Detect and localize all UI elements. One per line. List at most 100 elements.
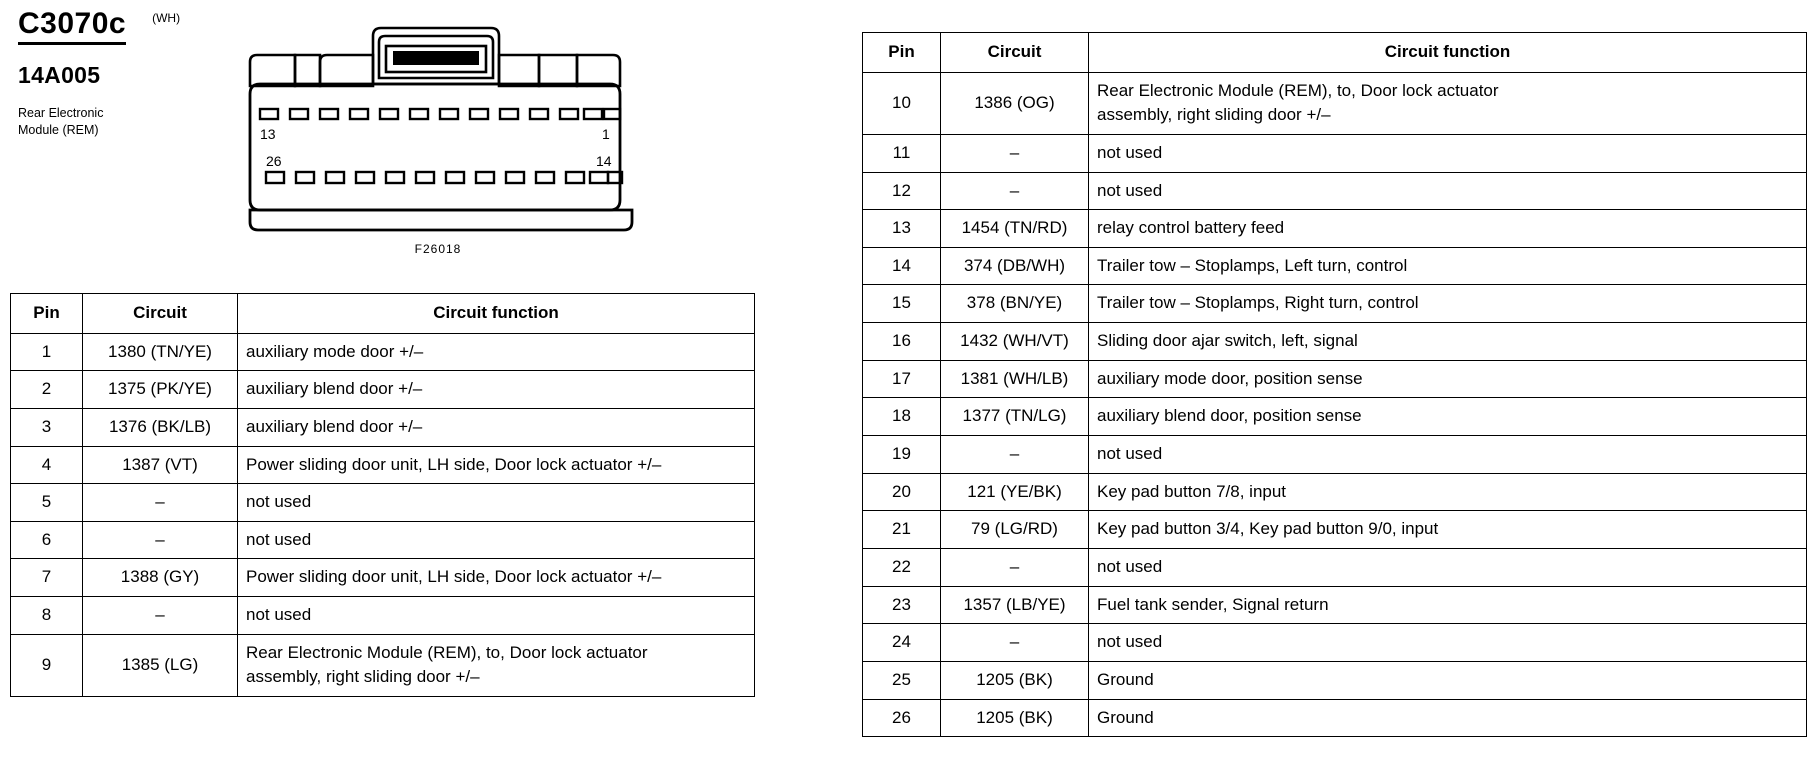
cell-circuit-function: auxiliary blend door, position sense [1088, 397, 1807, 437]
cell-circuit: – [940, 547, 1089, 587]
function-line: not used [1097, 632, 1163, 652]
pin-label-top-right: 1 [602, 126, 610, 142]
cell-pin: 24 [862, 623, 941, 662]
cell-circuit: – [940, 435, 1089, 474]
shroud-tab-left [248, 53, 297, 88]
connector-description: Rear Electronic Module (REM) [18, 105, 104, 137]
cell-pin: 10 [862, 71, 941, 135]
pin-cavity [588, 170, 610, 185]
connector-id: C3070c [18, 8, 127, 45]
pin-cavity [582, 107, 604, 121]
table-header-row: Pin Circuit Circuit function [862, 32, 1807, 73]
function-line: assembly, right sliding door +/– [1097, 105, 1331, 125]
cell-pin: 11 [862, 133, 941, 173]
function-line: not used [246, 492, 312, 512]
connector-id-row: C3070c (WH) [18, 8, 228, 45]
cell-circuit-function: not used [237, 483, 755, 522]
function-line: auxiliary mode door +/– [246, 341, 424, 361]
cell-pin: 7 [10, 558, 83, 598]
cell-circuit-function: auxiliary mode door +/– [237, 332, 755, 372]
cell-pin: 5 [10, 483, 83, 522]
cell-circuit-function: not used [237, 596, 755, 635]
cell-circuit: 121 (YE/BK) [940, 472, 1089, 512]
latch-inner [384, 44, 488, 74]
pin-cavity [354, 170, 376, 185]
cell-circuit-function: not used [1088, 133, 1807, 173]
table-row: 8–not used [10, 596, 755, 635]
function-line: auxiliary mode door, position sense [1097, 368, 1363, 388]
pin-cavity [264, 170, 286, 185]
cell-circuit-function: Key pad button 7/8, input [1088, 472, 1807, 512]
cell-circuit: – [940, 171, 1089, 211]
function-line: auxiliary blend door +/– [246, 379, 423, 399]
function-line: Fuel tank sender, Signal return [1097, 594, 1329, 614]
function-line: Sliding door ajar switch, left, signal [1097, 331, 1358, 351]
table-row: 6–not used [10, 520, 755, 560]
cell-pin: 20 [862, 472, 941, 512]
function-line: Power sliding door unit, LH side, Door l… [246, 567, 662, 587]
cell-pin: 25 [862, 660, 941, 700]
cell-pin: 3 [10, 407, 83, 447]
function-line: Trailer tow – Stoplamps, Right turn, con… [1097, 293, 1419, 313]
cell-pin: 15 [862, 284, 941, 324]
latch-outer [371, 26, 501, 86]
table-row: 5–not used [10, 483, 755, 522]
cell-circuit: 1377 (TN/LG) [940, 397, 1089, 437]
table-row: 11–not used [862, 133, 1807, 173]
pin-cavity [606, 170, 624, 185]
shroud-seg-2 [318, 53, 375, 88]
table-header-row: Pin Circuit Circuit function [10, 293, 755, 334]
shroud-seg-4 [537, 53, 579, 88]
function-line: not used [246, 605, 312, 625]
function-line: auxiliary blend door +/– [246, 416, 423, 436]
pin-cavity [558, 107, 580, 121]
cell-circuit-function: Ground [1088, 698, 1807, 738]
function-line: Key pad button 3/4, Key pad button 9/0, … [1097, 519, 1439, 539]
connector-drawing-caption: F26018 [414, 242, 462, 256]
cell-pin: 12 [862, 171, 941, 211]
pin-cavity [318, 107, 340, 121]
cell-circuit: 1376 (BK/LB) [82, 407, 238, 447]
pin-cavity [378, 107, 400, 121]
connector-lower-lip [248, 208, 634, 232]
cell-pin: 13 [862, 209, 941, 248]
connector-color-code: (WH) [152, 11, 181, 25]
connector-body [248, 82, 622, 212]
cell-pin: 9 [10, 633, 83, 698]
cell-circuit-function: Power sliding door unit, LH side, Door l… [237, 445, 755, 485]
pin-cavity [384, 170, 406, 185]
cell-pin: 18 [862, 397, 941, 437]
function-line: auxiliary blend door, position sense [1097, 406, 1362, 426]
cell-circuit-function: not used [1088, 435, 1807, 474]
connector-part-number: 14A005 [18, 61, 101, 88]
cell-circuit: 1454 (TN/RD) [940, 209, 1089, 248]
cell-pin: 21 [862, 510, 941, 549]
cell-circuit-function: Power sliding door unit, LH side, Door l… [237, 558, 755, 598]
cell-circuit-function: Rear Electronic Module (REM), to, Door l… [1088, 71, 1807, 135]
cell-circuit-function: Rear Electronic Module (REM), to, Door l… [237, 633, 755, 698]
pin-label-bottom-right: 14 [596, 153, 612, 169]
pin-row-bottom [264, 170, 624, 185]
cell-circuit: – [82, 483, 238, 522]
cell-circuit-function: not used [237, 520, 755, 560]
pin-cavity [444, 170, 466, 185]
cell-pin: 2 [10, 370, 83, 409]
table-row: 22–not used [862, 547, 1807, 587]
function-line: not used [1097, 556, 1163, 576]
pin-row-top [258, 107, 622, 121]
cell-pin: 1 [10, 332, 83, 372]
pin-cavity [528, 107, 550, 121]
function-line: Trailer tow – Stoplamps, Left turn, cont… [1097, 255, 1408, 275]
table-row: 24–not used [862, 623, 1807, 662]
shroud-seg-1 [293, 53, 322, 88]
table-row: 19–not used [862, 435, 1807, 474]
pin-cavity [348, 107, 370, 121]
cell-circuit: 374 (DB/WH) [940, 246, 1089, 286]
